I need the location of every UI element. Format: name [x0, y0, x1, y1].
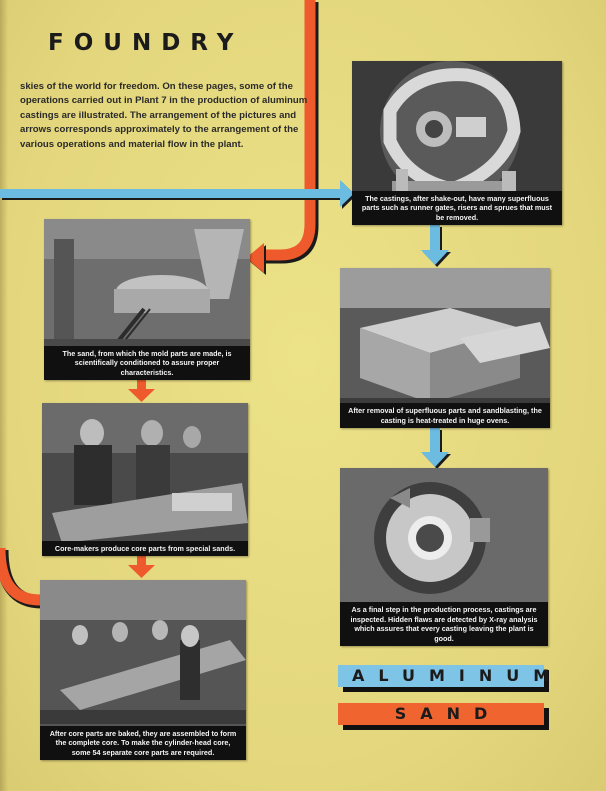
banner-sand: SAND	[338, 703, 544, 725]
page-title: FOUNDRY	[48, 30, 244, 56]
photo-castings-shakeout: The castings, after shake-out, have many…	[352, 61, 562, 225]
heat-treat-ovens-image	[340, 268, 550, 428]
orange-arrow-down-1	[128, 380, 155, 402]
caption-castings-shakeout: The castings, after shake-out, have many…	[352, 190, 562, 225]
photo-heat-treat-ovens: After removal of superfluous parts and s…	[340, 268, 550, 428]
banner-sand-label: SAND	[394, 704, 502, 723]
blue-arrow-down-1	[421, 225, 451, 267]
caption-heat-treat-ovens: After removal of superfluous parts and s…	[340, 403, 550, 428]
photo-core-assembly: After core parts are baked, they are ass…	[40, 580, 246, 760]
orange-arrow-left-curve	[0, 547, 43, 609]
caption-sand-conditioning: The sand, from which the mold parts are …	[44, 345, 250, 380]
banner-aluminum: ALUMINUM	[338, 665, 549, 687]
banner-aluminum-label: ALUMINUM	[352, 666, 564, 685]
blue-arrow-to-shakeout	[0, 180, 356, 209]
page-spine-shadow	[0, 0, 8, 791]
core-makers-image	[42, 403, 248, 556]
caption-core-makers: Core-makers produce core parts from spec…	[42, 540, 248, 556]
photo-sand-conditioning: The sand, from which the mold parts are …	[44, 219, 250, 380]
photo-core-makers: Core-makers produce core parts from spec…	[42, 403, 248, 556]
intro-paragraph: skies of the world for freedom. On these…	[20, 81, 308, 150]
caption-inspection: As a final step in the production proces…	[340, 602, 548, 646]
orange-arrow-down-2	[128, 556, 155, 578]
photo-inspection: As a final step in the production proces…	[340, 468, 548, 646]
orange-arrow-top-to-sand	[246, 0, 319, 275]
blue-arrow-down-2	[421, 428, 451, 469]
caption-core-assembly: After core parts are baked, they are ass…	[40, 725, 246, 760]
